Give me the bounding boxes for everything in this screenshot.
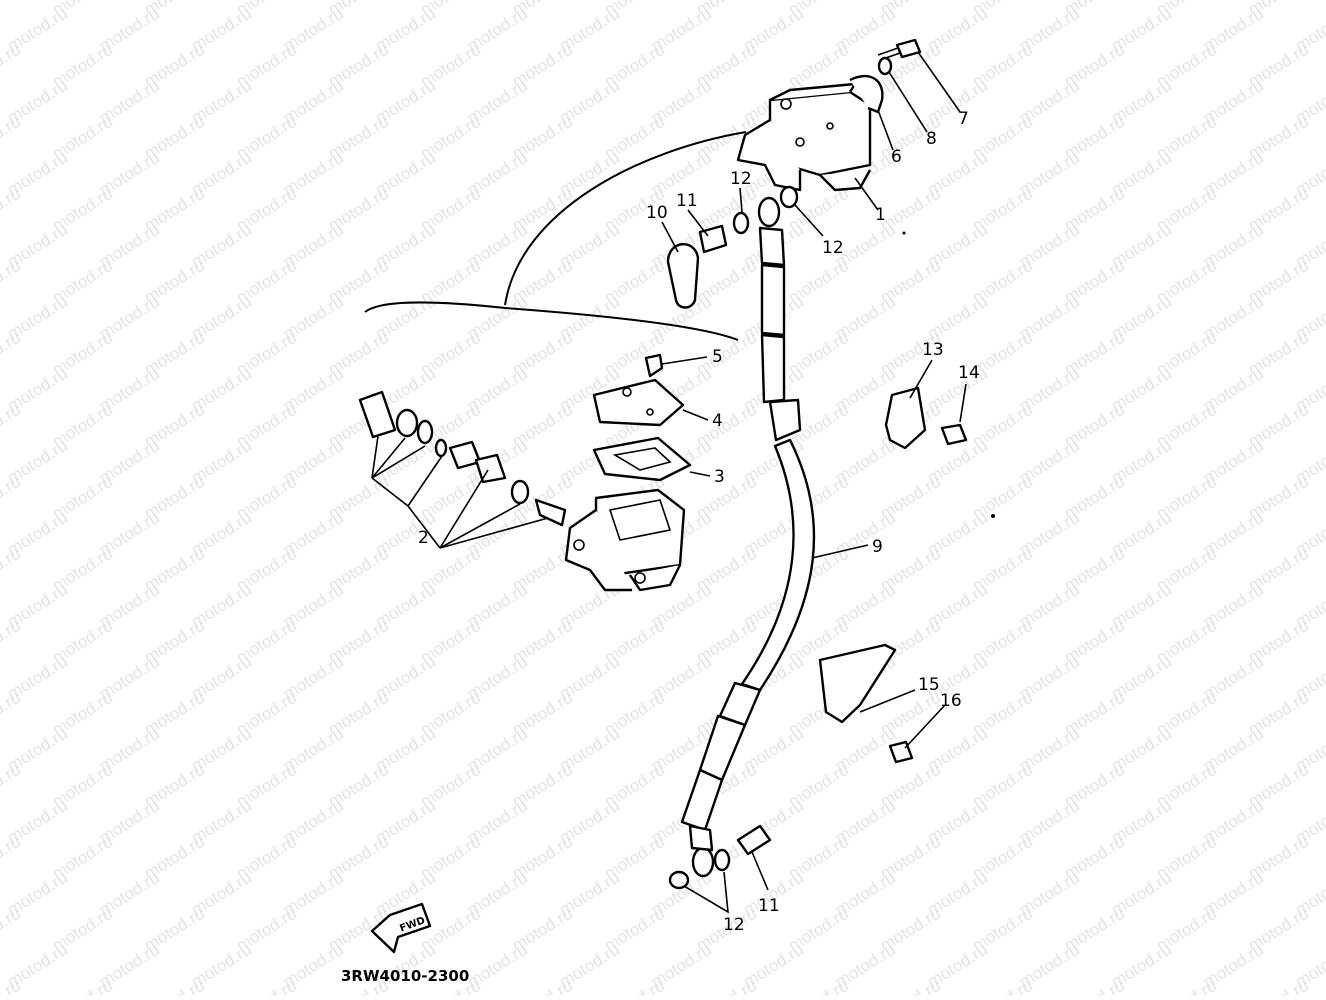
hose-guide-15 <box>818 643 897 724</box>
watermark-text: motod.ru <box>693 976 760 995</box>
piston-kit-2 <box>358 390 567 527</box>
leader-13 <box>909 359 933 399</box>
callout-4: 4 <box>712 411 723 431</box>
leader-1 <box>854 177 879 211</box>
watermark-text: motod.ru <box>785 976 852 995</box>
watermark-text: motod.ru <box>1245 976 1312 995</box>
callout-8: 8 <box>926 129 937 149</box>
leader-12c <box>683 871 729 914</box>
watermark-text: motod.ru <box>601 976 668 995</box>
leader-14 <box>959 383 967 423</box>
hose-clamp-13 <box>884 386 927 450</box>
leader-7 <box>917 51 961 113</box>
callout-1: 1 <box>875 205 886 225</box>
callout-12-upper-left: 12 <box>730 169 752 189</box>
leader-8 <box>888 71 928 133</box>
master-cylinder-body <box>564 488 686 592</box>
callout-11-upper: 11 <box>676 191 698 211</box>
callout-3: 3 <box>714 467 725 487</box>
union-bolt-lower <box>736 824 772 856</box>
brake-hose <box>680 196 816 878</box>
assembly-bracket <box>364 301 739 341</box>
screw-5 <box>644 353 664 378</box>
leader-9 <box>811 544 869 559</box>
watermark-text: motod.ru <box>233 976 300 995</box>
callout-10: 10 <box>646 203 668 223</box>
leader-16 <box>904 704 946 749</box>
callout-15: 15 <box>918 675 940 695</box>
gasket-upper-b <box>779 185 799 209</box>
watermark-text: motod.ru <box>509 976 576 995</box>
gasket-upper-a <box>732 211 750 235</box>
leader-10 <box>661 221 679 253</box>
fwd-arrow-icon: FWD <box>370 902 432 954</box>
watermark-text: motod.ru <box>1153 976 1220 995</box>
stray-dot-b <box>902 231 906 235</box>
washer-8 <box>877 56 893 76</box>
leader-3 <box>689 471 711 477</box>
leader-2 <box>371 435 549 549</box>
diagram-code: 3RW4010-2300 <box>341 967 469 985</box>
union-bolt-upper <box>698 224 728 254</box>
leader-4 <box>682 409 709 421</box>
reservoir-cap-4 <box>592 378 685 427</box>
stray-dot-a <box>991 514 995 518</box>
callout-12-upper-right: 12 <box>822 238 844 258</box>
gasket-lower-b <box>713 848 731 872</box>
callout-6: 6 <box>891 147 902 167</box>
leader-6 <box>877 109 894 151</box>
diaphragm-3 <box>592 436 692 482</box>
leader-11 <box>687 209 709 237</box>
watermark-text: motod.ru <box>969 976 1036 995</box>
leader-12a <box>739 187 743 213</box>
callout-7: 7 <box>958 109 969 129</box>
gasket-lower-a <box>668 870 690 890</box>
callout-11-lower: 11 <box>758 896 780 916</box>
callout-16: 16 <box>940 691 962 711</box>
callout-9: 9 <box>872 537 883 557</box>
watermark-text: motod.ru <box>141 976 208 995</box>
watermark-text: motod.ru <box>49 976 116 995</box>
callout-12-lower: 12 <box>723 915 745 935</box>
callout-13: 13 <box>922 340 944 360</box>
banjo-cap <box>666 243 700 309</box>
callout-5: 5 <box>712 347 723 367</box>
callout-2: 2 <box>418 528 429 548</box>
leader-15 <box>859 689 916 713</box>
master-cylinder-assembly <box>736 74 884 192</box>
watermark-text: motod.ru <box>877 976 944 995</box>
leader-11b <box>751 851 769 891</box>
callout-14: 14 <box>958 363 980 383</box>
watermark-text: motod.ru <box>0 0 24 19</box>
leader-5 <box>661 356 708 365</box>
leader-12b <box>794 204 824 237</box>
bolt-14 <box>940 423 968 446</box>
watermark-text: motod.ru <box>1061 976 1128 995</box>
assembly-leader-arc <box>504 131 747 306</box>
